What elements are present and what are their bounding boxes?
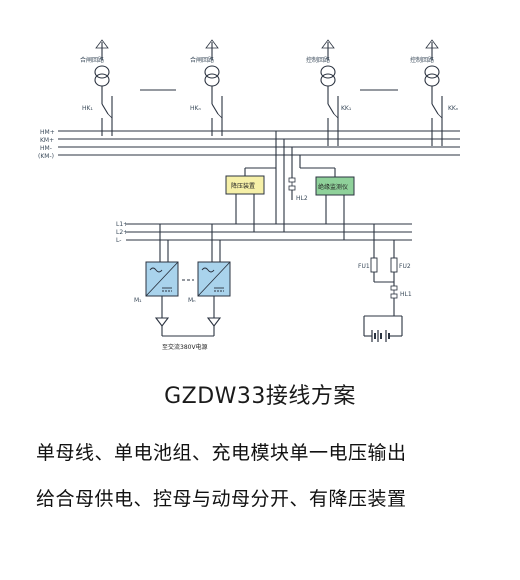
page-title: GZDW33接线方案 (164, 384, 356, 409)
charging-module-n (197, 261, 231, 297)
switch-hkn: HKₙ (190, 105, 201, 112)
feeder-3-name: 控制回路 (306, 56, 330, 64)
feeder-3 (320, 39, 339, 146)
indicator-hl2: HL2 (296, 195, 308, 202)
bus-label-hm-plus: HM+ (40, 129, 55, 136)
switch-hk1: HK₁ (82, 105, 93, 112)
feeder-1-name: 合闸回路 (80, 56, 104, 64)
ac-source-label: 至交流380V电源 (162, 343, 208, 351)
step-down-device-label: 降压装置 (231, 182, 255, 190)
feeder-2 (204, 39, 223, 136)
bus-label-km-plus: KM+ (40, 137, 54, 144)
bus-label-km-minus: (KM-) (38, 153, 54, 160)
dc-bus-l1-plus: L1+ (116, 221, 128, 228)
fuse-fu2: FU2 (399, 263, 411, 270)
insulation-monitor-label: 绝缘监测仪 (318, 183, 348, 191)
dc-bus-l2-plus: L2+ (116, 229, 128, 236)
fuse-fu1: FU1 (358, 263, 370, 270)
battery-bank (364, 330, 402, 342)
switch-kk1: KK₁ (341, 105, 352, 112)
indicator-hl1: HL1 (400, 291, 412, 298)
feeder-4 (424, 39, 443, 146)
feeder-2-name: 合闸回路 (190, 56, 214, 64)
description-line-2: 给合母供电、控母与动母分开、有降压装置 (36, 488, 407, 510)
dc-bus-l-minus: L- (116, 237, 121, 244)
charging-module-1 (145, 261, 179, 297)
feeder-1 (94, 39, 113, 136)
bus-label-hm-minus: HM- (40, 145, 52, 152)
module-label-mn: Mₙ (188, 297, 196, 304)
switch-kkn: KKₙ (448, 105, 459, 112)
module-label-m1: M₁ (134, 297, 142, 304)
feeder-4-name: 控制回路 (410, 56, 434, 64)
description-line-1: 单母线、单电池组、充电模块单一电压输出 (36, 442, 407, 464)
